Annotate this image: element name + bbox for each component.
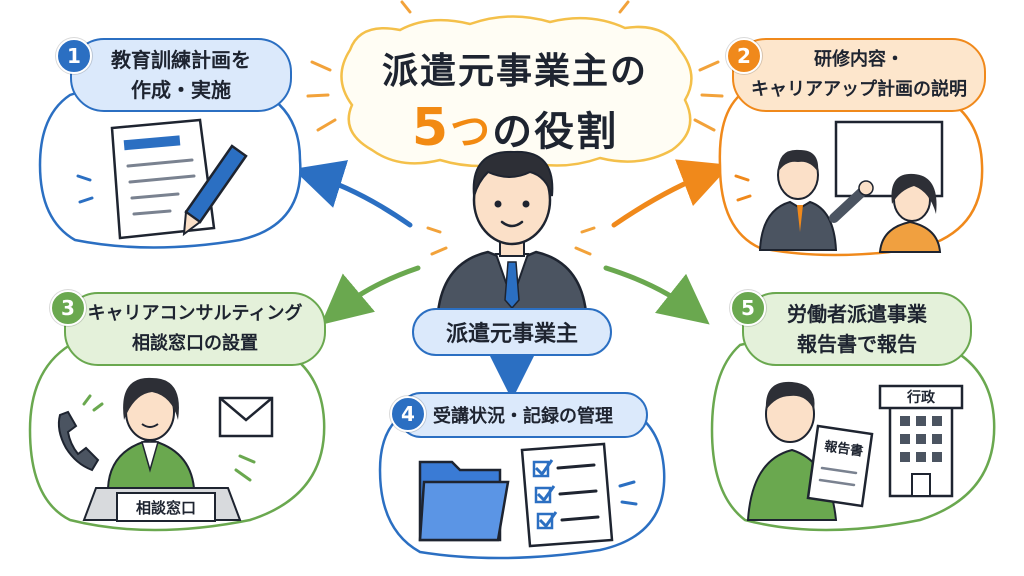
role-5-line-2: 報告書で報告 xyxy=(797,332,917,356)
desk-sign: 相談窓口 xyxy=(116,492,216,522)
title-number: 5 xyxy=(411,98,451,158)
role-2-frame xyxy=(718,80,984,257)
role-3-line-1: キャリアコンサルティング xyxy=(87,303,303,324)
title-line-2: 5つの役割 xyxy=(330,98,700,158)
role-1-label: 教育訓練計画を 作成・実施 xyxy=(70,38,292,112)
title-line-1: 派遣元事業主の xyxy=(381,51,648,92)
role-2-line-1: 研修内容・ xyxy=(814,49,904,70)
role-5-badge: 5 xyxy=(730,290,766,326)
role-4-line-1: 受講状況・記録の管理 xyxy=(433,406,613,427)
diagram-title: 派遣元事業主の 5つの役割 xyxy=(330,22,700,162)
central-person-illustration xyxy=(426,150,596,314)
arrow-to-role-3 xyxy=(320,265,421,325)
phone-icon xyxy=(57,394,104,472)
center-label: 派遣元事業主 xyxy=(412,308,612,356)
title-connector: つ xyxy=(450,109,493,155)
role-2-line-2: キャリアアップ計画の説明 xyxy=(751,79,967,100)
pen-icon xyxy=(182,144,248,237)
building-icon xyxy=(878,384,964,498)
role-1-line-2: 作成・実施 xyxy=(131,78,231,102)
role-1-line-1: 教育訓練計画を xyxy=(111,48,251,72)
role-1-badge: 1 xyxy=(56,38,92,74)
role-3-label: キャリアコンサルティング 相談窓口の設置 xyxy=(64,292,326,366)
role-4-badge: 4 xyxy=(390,396,426,432)
role-3-badge: 3 xyxy=(50,290,86,326)
title-rest: の役割 xyxy=(492,109,619,155)
report-sign-text: 報告書 xyxy=(823,438,865,460)
desk-sign-text: 相談窓口 xyxy=(135,498,196,517)
role-5-label: 労働者派遣事業 報告書で報告 xyxy=(742,292,972,366)
arrow-to-role-5 xyxy=(603,265,710,325)
role-3-line-2: 相談窓口の設置 xyxy=(132,333,258,354)
folder-icon xyxy=(418,460,510,542)
envelope-icon xyxy=(218,396,274,438)
arrow-to-role-1 xyxy=(292,160,413,228)
role-4-label: 受講状況・記録の管理 xyxy=(398,392,648,438)
checklist-icon xyxy=(520,442,614,548)
arrow-to-role-2 xyxy=(611,159,731,228)
role-2-badge: 2 xyxy=(726,38,762,74)
role-2-label: 研修内容・ キャリアアップ計画の説明 xyxy=(732,38,986,112)
title-cloud xyxy=(306,0,724,168)
center-label-text: 派遣元事業主 xyxy=(445,322,578,347)
role-1-frame xyxy=(38,76,302,249)
report-document-icon xyxy=(806,424,874,508)
building-sign: 行政 xyxy=(880,386,962,408)
role-5-line-1: 労働者派遣事業 xyxy=(787,302,927,326)
building-sign-text: 行政 xyxy=(907,390,935,406)
role-5-frame xyxy=(710,330,996,532)
